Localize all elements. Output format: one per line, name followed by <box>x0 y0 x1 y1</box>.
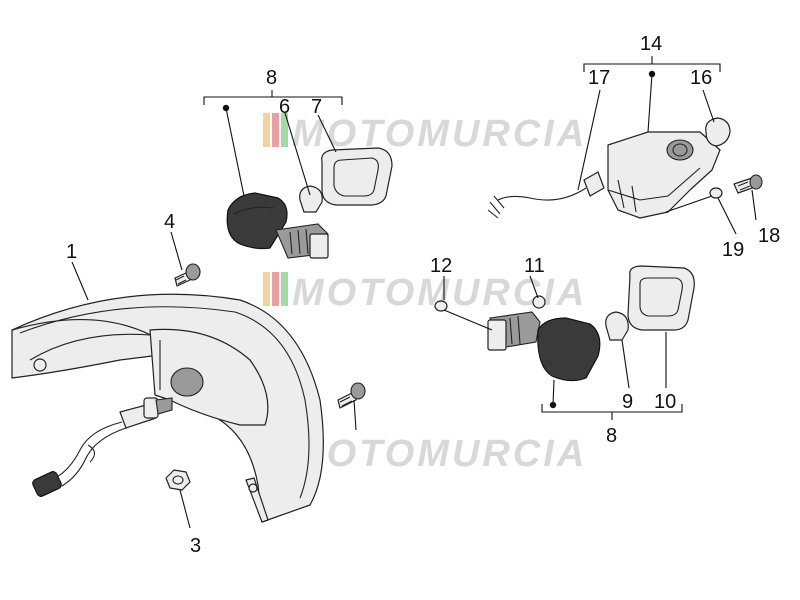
leader-lines <box>71 56 757 529</box>
housing-screw <box>337 382 366 409</box>
svg-text:MOTOMURCIA: MOTOMURCIA <box>292 113 587 155</box>
watermark-top: MOTOMURCIA <box>263 113 587 155</box>
callout-3: 3 <box>190 535 201 557</box>
callout-14: 14 <box>640 33 662 55</box>
callout-labels: 1 4 3 8 6 7 12 11 9 10 8 14 17 16 19 18 <box>66 33 780 557</box>
part-1-tail-light-housing <box>11 293 324 523</box>
svg-text:MOTOMURCIA: MOTOMURCIA <box>292 433 587 475</box>
callout-12: 12 <box>430 255 452 277</box>
part-3-nut <box>165 469 191 491</box>
callout-7: 7 <box>311 96 322 118</box>
callout-10: 10 <box>654 391 676 413</box>
callout-19: 19 <box>722 239 744 261</box>
callout-9: 9 <box>622 391 633 413</box>
callout-1: 1 <box>66 241 77 263</box>
callout-11: 11 <box>524 255 545 277</box>
upper-turn-signal-assembly <box>226 147 393 259</box>
callout-8-lower: 8 <box>606 425 617 447</box>
tail-light-wiring-harness <box>32 397 173 497</box>
callout-17: 17 <box>588 67 610 89</box>
callout-4: 4 <box>164 211 175 233</box>
callout-16: 16 <box>690 67 712 89</box>
callout-18: 18 <box>758 225 780 247</box>
callout-6: 6 <box>279 96 290 118</box>
license-plate-light-assembly <box>487 117 763 219</box>
callout-8-upper: 8 <box>266 67 277 89</box>
part-4-screw <box>174 263 201 287</box>
lower-turn-signal-assembly <box>434 265 695 382</box>
